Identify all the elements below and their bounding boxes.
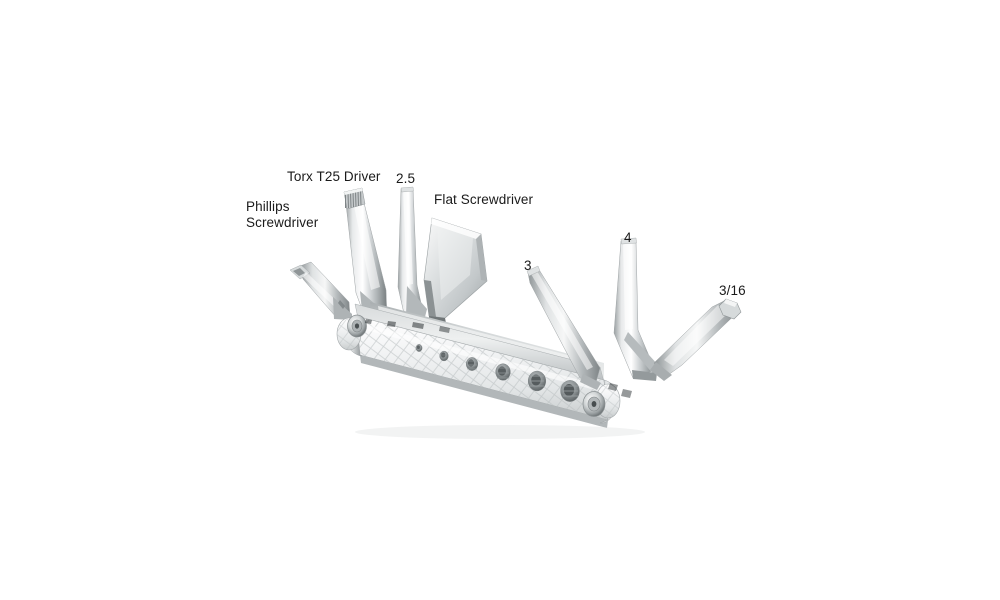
- thread-hole: [527, 370, 547, 392]
- hex-key-4-bit: [613, 237, 659, 381]
- thread-hole: [465, 357, 479, 371]
- hex-2-5-label: 2.5: [396, 171, 416, 186]
- torx-star-tip: [343, 187, 366, 210]
- flat-screwdriver-bit: [423, 217, 488, 323]
- right-pivot-bolt: [582, 391, 606, 417]
- hex-key-3-16-bit: [650, 298, 742, 381]
- phillips-screwdriver-label-line1: Phillips: [246, 199, 290, 214]
- hex-key-2-5-bit: [397, 186, 427, 319]
- thread-hole: [415, 344, 423, 352]
- flat-screwdriver-label: Flat Screwdriver: [434, 192, 534, 207]
- phillips-screwdriver-label-line2: Screwdriver: [246, 215, 319, 230]
- hex-4-label: 4: [624, 230, 632, 245]
- threaded-hole-row: [415, 344, 580, 402]
- phillips-bit: [289, 261, 352, 320]
- bit-pivot-shadows: [365, 319, 632, 398]
- torx-t25-bit: [343, 187, 389, 321]
- thread-hole: [495, 363, 511, 381]
- hex-3-16-label: 3/16: [719, 283, 746, 298]
- hex-3-label: 3: [524, 258, 532, 273]
- phillips-screwdriver-label: Phillips Screwdriver: [246, 199, 318, 231]
- thread-hole: [560, 380, 580, 402]
- left-pivot-bolt: [347, 314, 367, 338]
- thread-hole: [439, 350, 449, 362]
- torx-t25-driver-label: Torx T25 Driver: [287, 169, 381, 184]
- hex-key-3-bit: [526, 265, 601, 390]
